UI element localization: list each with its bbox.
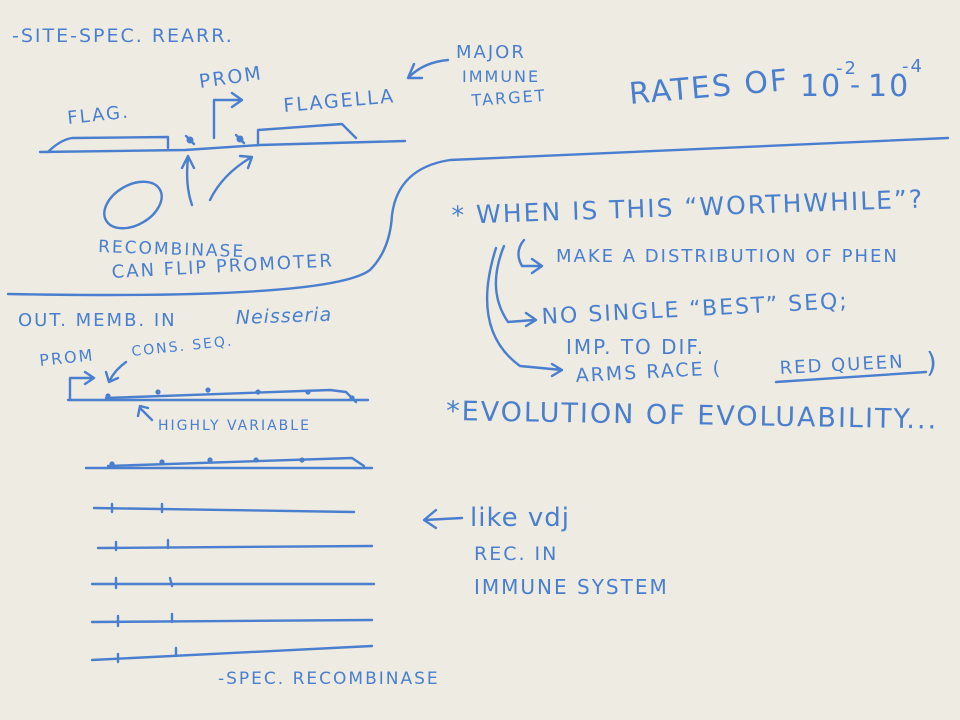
worthwhile-question: * when is this “worthwhile”?	[451, 185, 924, 230]
variable-site-1a	[105, 393, 111, 399]
promoter-arrow-top	[212, 91, 244, 140]
site-tick-left	[184, 134, 196, 146]
variable-site-2c	[207, 457, 213, 463]
rates-of-label: rates of	[628, 63, 791, 112]
cons-seq-label: cons. seq.	[131, 333, 234, 360]
prom-label-bottom: prom	[38, 345, 95, 370]
neisseria-label: Neisseria	[235, 304, 332, 329]
imp-to-dif-label: imp. to dif.	[566, 335, 705, 359]
site-specific-heading: -site-spec. rearr.	[12, 25, 234, 47]
bracket-arrow-2	[494, 244, 538, 328]
bracket-arrow-3	[485, 246, 564, 378]
variable-site-2d	[253, 457, 259, 463]
silent-copy-line-4	[90, 618, 374, 624]
silent-copy-mark-3b	[168, 576, 174, 588]
variable-site-2e	[299, 457, 305, 463]
spec-recombinase-label: -spec. recombinase	[218, 669, 440, 689]
flip-arrow-2	[208, 154, 254, 202]
flagella-label: flagella	[283, 85, 396, 117]
highly-variable-label: highly variable	[158, 418, 311, 434]
major-immune-arrow	[406, 58, 450, 80]
rates-exp-1: -2	[836, 58, 858, 79]
variable-site-2b	[159, 459, 165, 465]
arms-race-close-paren: )	[926, 346, 939, 379]
red-queen-underline	[774, 370, 928, 384]
rates-base-1: 10	[800, 69, 842, 104]
silent-copy-line-1	[92, 506, 356, 514]
no-single-best-label: no single “best” seq;	[541, 289, 849, 330]
site-tick-right	[234, 133, 246, 145]
immune-label: immune	[462, 67, 540, 86]
like-vdj-arrow	[422, 508, 464, 530]
flag-gene-left	[46, 135, 170, 154]
prom-label-top: prom	[198, 62, 264, 93]
variable-site-2a	[109, 461, 115, 467]
arms-race-label: arms race (	[575, 357, 722, 387]
variable-site-1c	[205, 387, 211, 393]
evolution-of-evolvability-label: *evolution of evoluability...	[446, 396, 939, 436]
variable-site-1f	[349, 395, 355, 401]
variable-site-1d	[255, 389, 261, 395]
target-label: target	[470, 86, 547, 110]
rates-exp-2: -4	[902, 56, 924, 77]
variable-site-1b	[155, 389, 161, 395]
bracket-arrows	[517, 238, 544, 275]
highly-variable-arrow	[136, 404, 154, 422]
make-distribution-label: make a distribution of phen	[556, 246, 899, 267]
flag-left-label: flag.	[66, 102, 130, 129]
promoter-arrow-bottom	[68, 370, 96, 402]
flagella-gene-right	[256, 122, 358, 147]
major-label: major	[456, 42, 526, 63]
pilin-gene-2	[106, 456, 366, 468]
out-memb-label: out. memb. in	[18, 310, 177, 331]
variable-site-1e	[305, 389, 311, 395]
recombinase-enzyme-icon	[103, 180, 163, 230]
flagella-dna-line	[38, 139, 407, 154]
cons-seq-arrow	[104, 360, 128, 384]
flip-arrow-1	[180, 154, 196, 207]
rates-dash: -	[850, 68, 862, 101]
rates-base-2: 10	[868, 69, 910, 104]
rec-in-label: rec. in	[474, 543, 558, 565]
section-divider-curve	[6, 136, 950, 297]
silent-copy-line-2	[96, 544, 374, 550]
immune-system-label: immune system	[474, 575, 669, 599]
like-vdj-label: like vdj	[470, 503, 570, 533]
silent-copy-line-5	[90, 644, 374, 662]
